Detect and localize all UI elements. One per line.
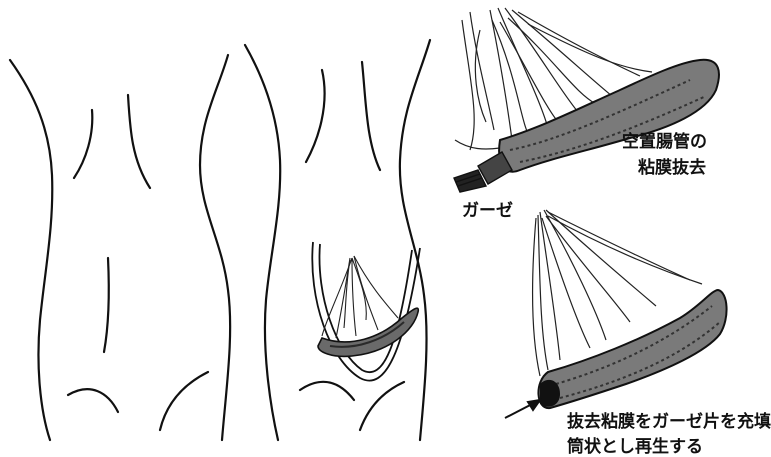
label-mucosa-removal-line1: 空置腸管の bbox=[622, 127, 707, 152]
label-regeneration-line2: 筒状とし再生する bbox=[567, 432, 703, 457]
torso-outline-left bbox=[10, 55, 230, 440]
gauze-plug-bottom bbox=[540, 380, 560, 407]
bowel-segment-small bbox=[318, 308, 418, 356]
bowel-segment-bottom bbox=[538, 290, 726, 408]
gauze-pack-top bbox=[454, 152, 512, 192]
label-regeneration-line1: 抜去粘膜をガーゼ片を充填した bbox=[567, 407, 771, 432]
torso-outline-middle bbox=[245, 40, 430, 440]
mesentery-fan-small bbox=[322, 256, 398, 338]
label-mucosa-removal-line2: 粘膜抜去 bbox=[638, 153, 706, 178]
arrow-icon bbox=[505, 400, 540, 418]
label-gauze: ガーゼ bbox=[462, 196, 513, 221]
